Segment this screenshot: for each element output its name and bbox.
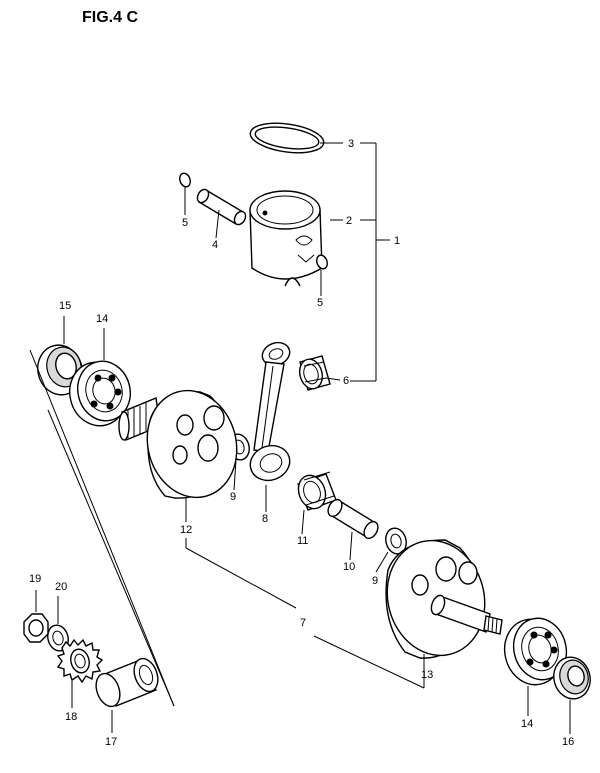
piston-ring	[249, 122, 325, 154]
piston	[249, 190, 323, 287]
callout-14-left: 14	[96, 313, 108, 325]
crank-bearing-left	[69, 360, 131, 427]
crankshaft-spacer	[95, 657, 159, 708]
piston-pin-circlip-left	[179, 172, 191, 188]
oil-seal-right	[553, 656, 591, 700]
crank-bearing-right	[503, 617, 568, 686]
callout-11: 11	[297, 535, 308, 547]
callout-12: 12	[180, 524, 192, 536]
callout-6: 6	[343, 375, 349, 387]
callout-19: 19	[29, 573, 41, 585]
callout-7: 7	[300, 617, 306, 629]
callout-17: 17	[105, 736, 117, 748]
connecting-rod	[249, 341, 291, 482]
gear-washer	[47, 624, 69, 652]
callout-18: 18	[65, 711, 77, 723]
callout-3: 3	[348, 138, 354, 150]
callout-labels: 3 2 1 5 4 5 6 15 14 9 8 12 11 10 9 7 13 …	[29, 138, 574, 748]
callout-5-lower: 5	[317, 297, 323, 309]
primary-drive-gear	[56, 638, 104, 684]
callout-1: 1	[394, 235, 400, 247]
crankshaft-half-left	[118, 389, 238, 499]
thrust-washer-right	[385, 527, 407, 555]
big-end-bearing	[297, 471, 337, 511]
crankshaft-half-right	[385, 539, 503, 659]
callout-5-upper: 5	[182, 217, 188, 229]
callout-15: 15	[59, 300, 71, 312]
callout-2: 2	[346, 215, 352, 227]
crankshaft-nut	[23, 613, 49, 643]
callout-20: 20	[55, 581, 67, 593]
piston-pin	[196, 188, 247, 226]
callout-16: 16	[562, 736, 574, 748]
callout-9-right: 9	[372, 575, 378, 587]
small-end-bearing	[298, 355, 331, 391]
callout-13: 13	[421, 669, 433, 681]
crank-pin	[327, 498, 379, 540]
figure-title: FIG.4 C	[82, 9, 138, 26]
callout-8: 8	[262, 513, 268, 525]
leader-lines	[29, 142, 571, 734]
callout-14-right: 14	[521, 718, 533, 730]
callout-4: 4	[212, 239, 218, 251]
callout-10: 10	[343, 561, 355, 573]
callout-9-left: 9	[230, 491, 236, 503]
piston-pin-circlip-right	[316, 254, 328, 270]
